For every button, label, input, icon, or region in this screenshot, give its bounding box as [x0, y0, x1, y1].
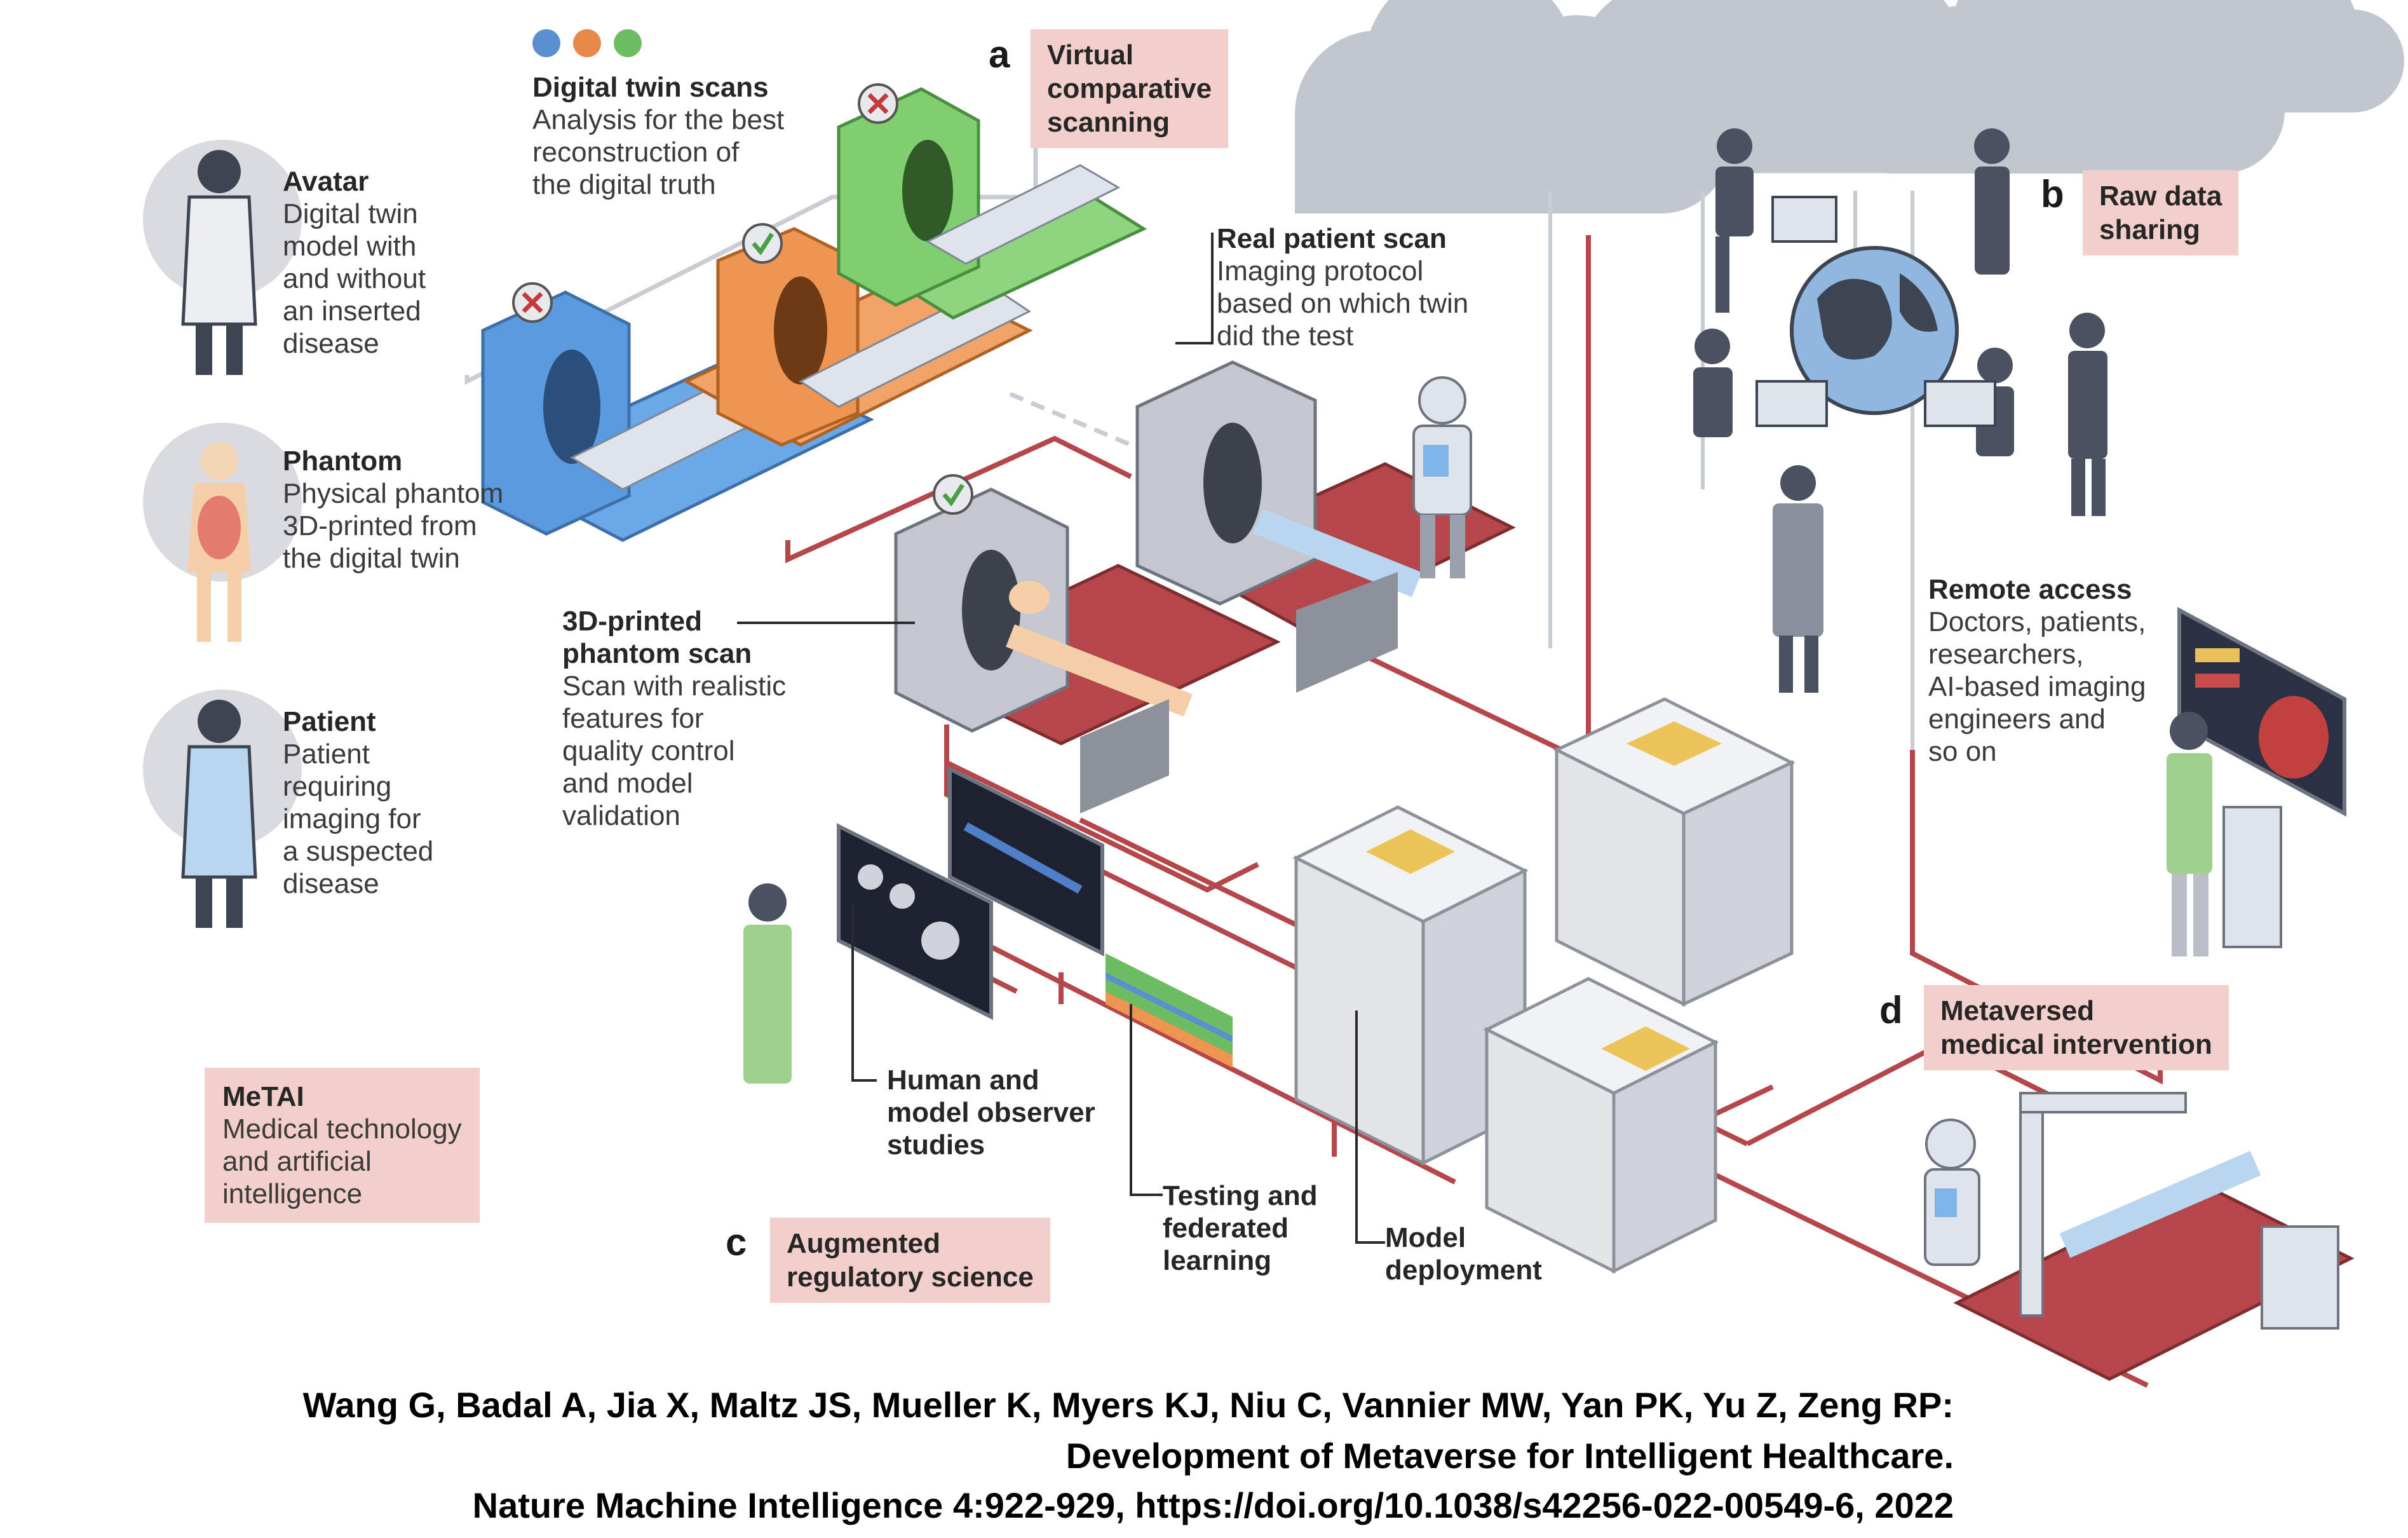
section-c-letter: c	[726, 1221, 747, 1263]
orange-scanner	[682, 223, 1033, 447]
green-scanner	[837, 83, 1147, 320]
federated-data-stack	[1106, 953, 1233, 1068]
avatar-heading: Avatar	[283, 166, 369, 197]
real-patient-scan-label: Real patient scan Imaging protocol based…	[1217, 222, 1468, 352]
remote-access-heading: Remote access	[1928, 574, 2132, 605]
scan-color-dots	[532, 29, 642, 57]
phantom-scan-label: 3D-printed phantom scan Scan with realis…	[562, 605, 786, 832]
phantom-scan-text: Scan with realistic features for quality…	[562, 670, 787, 831]
section-a-title: Virtual comparative scanning	[1031, 29, 1229, 148]
metai-heading: MeTAI	[222, 1081, 304, 1112]
section-c-title: Augmented regulatory science	[770, 1218, 1050, 1303]
phantom-heading: Phantom	[283, 446, 403, 477]
section-b-letter: b	[2041, 173, 2064, 215]
avatar-label: Avatar Digital twin model with and witho…	[283, 165, 426, 360]
observer-studies-heading: Human and model observer studies	[887, 1065, 1095, 1160]
heart-workstation	[2167, 606, 2346, 956]
citation-title: Development of Metaverse for Intelligent…	[1065, 1436, 1954, 1476]
remote-access-text: Doctors, patients, researchers, AI-based…	[1928, 606, 2146, 767]
observer-studies-label: Human and model observer studies	[887, 1064, 1095, 1161]
leader-lines	[737, 233, 1385, 1244]
phantom-scanner	[894, 474, 1281, 813]
metai-box: MeTAI Medical technology and artificial …	[205, 1068, 480, 1223]
remote-access-label: Remote access Doctors, patients, researc…	[1928, 573, 2146, 768]
digital-twin-scans-text: Analysis for the best reconstruction of …	[532, 104, 785, 200]
phantom-label: Phantom Physical phantom 3D-printed from…	[283, 445, 503, 575]
remote-access-group	[1693, 128, 2107, 693]
citation-authors: Wang G, Badal A, Jia X, Maltz JS, Muelle…	[302, 1385, 1954, 1425]
avatar-figure	[143, 140, 302, 375]
phantom-scan-heading: 3D-printed phantom scan	[562, 606, 752, 669]
section-d-title: Metaversed medical intervention	[1924, 985, 2229, 1070]
hospital-buildings	[1292, 697, 1796, 1274]
real-patient-scanner	[1135, 360, 1516, 693]
patient-label: Patient Patient requiring imaging for a …	[283, 705, 433, 900]
federated-learning-label: Testing and federated learning	[1163, 1180, 1318, 1277]
federated-learning-heading: Testing and federated learning	[1163, 1180, 1318, 1276]
real-patient-scan-text: Imaging protocol based on which twin did…	[1217, 255, 1469, 351]
patient-figure	[143, 690, 302, 928]
model-deployment-label: Model deployment	[1385, 1222, 1542, 1286]
digital-twin-scans-heading: Digital twin scans	[532, 72, 769, 103]
phantom-figure	[143, 423, 302, 642]
section-a-letter: a	[989, 33, 1010, 76]
section-d-letter: d	[1879, 989, 1903, 1031]
patient-heading: Patient	[283, 706, 376, 737]
intervention-bed	[1924, 1092, 2355, 1381]
digital-twin-scans-label: Digital twin scans Analysis for the best…	[532, 71, 784, 201]
observer-monitors	[743, 766, 1104, 1084]
real-patient-scan-heading: Real patient scan	[1217, 223, 1447, 254]
section-b-title: Raw data sharing	[2083, 170, 2239, 255]
patient-text: Patient requiring imaging for a suspecte…	[283, 738, 434, 899]
metai-text: Medical technology and artificial intell…	[222, 1113, 462, 1209]
avatar-text: Digital twin model with and without an i…	[283, 198, 426, 359]
robot-figure	[1412, 376, 1472, 578]
phantom-text: Physical phantom 3D-printed from the dig…	[283, 478, 504, 574]
citation-journal: Nature Machine Intelligence 4:922-929, h…	[472, 1485, 1954, 1525]
model-deployment-heading: Model deployment	[1385, 1222, 1542, 1286]
